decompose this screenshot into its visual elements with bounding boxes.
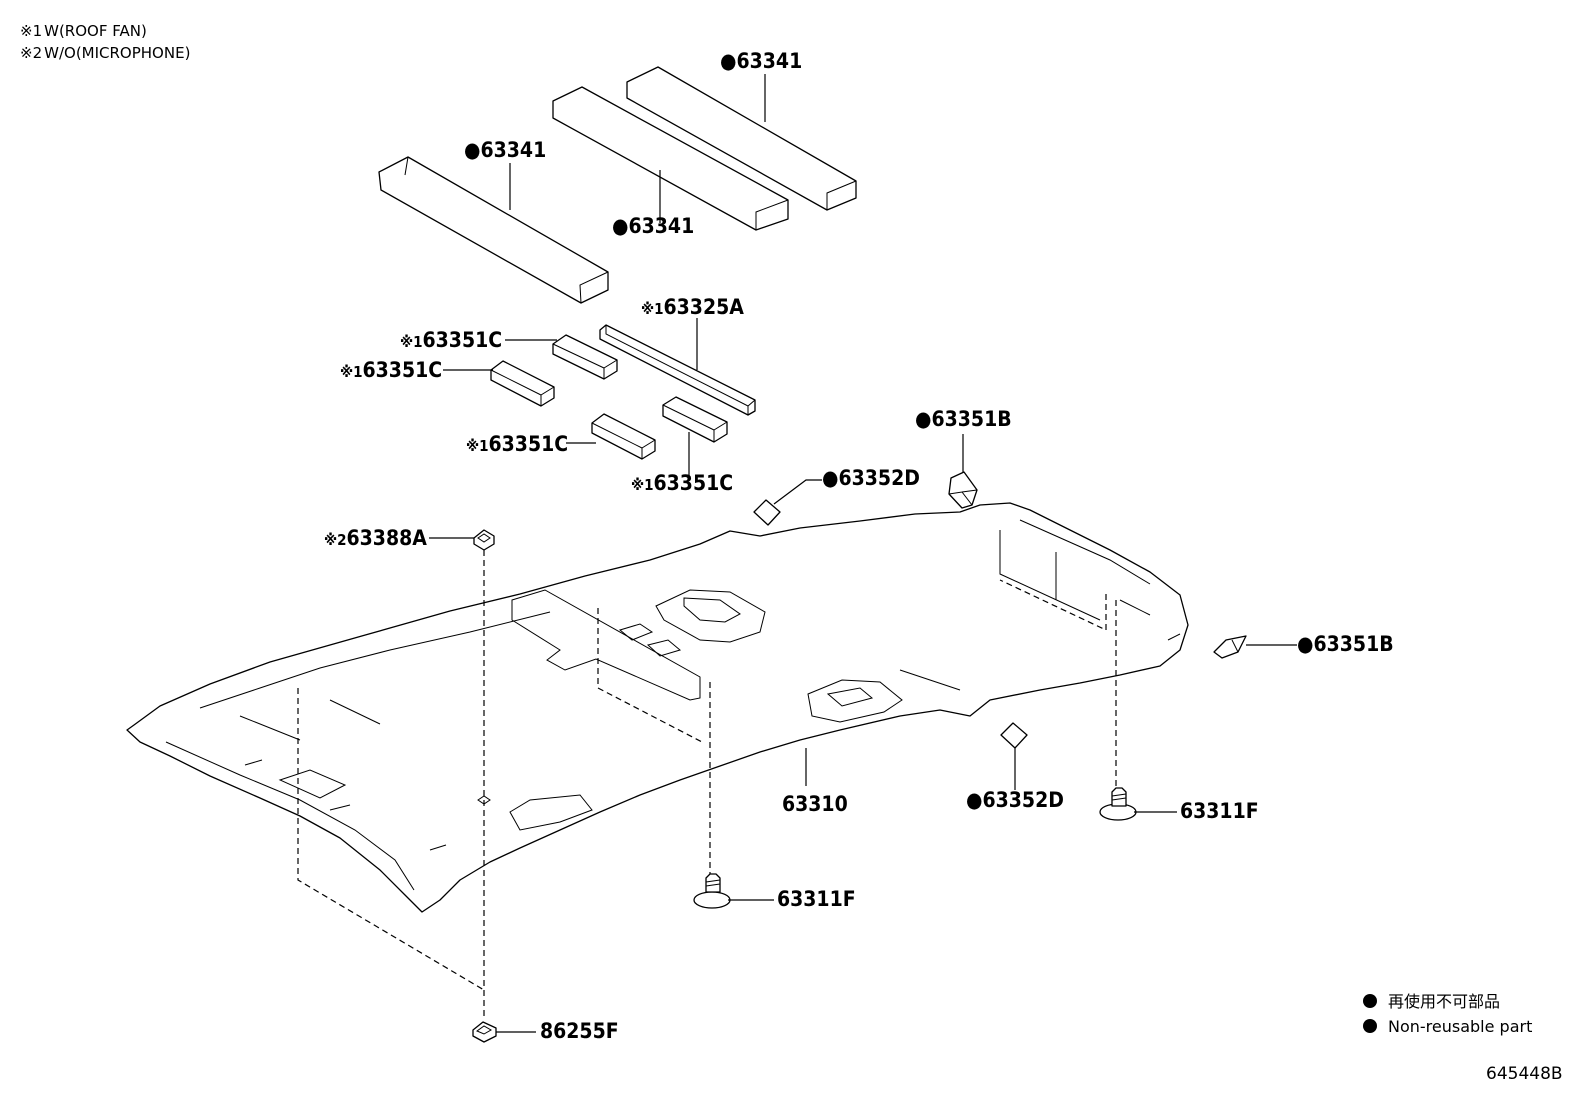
svg-text:※163325A: ※163325A — [641, 295, 744, 319]
clip-63352D-top[interactable] — [753, 499, 781, 526]
svg-text:※163351C: ※163351C — [466, 432, 568, 456]
callout-63341-left: ●63341 — [464, 138, 546, 162]
legend-dot-icon — [1363, 994, 1377, 1008]
spacer-block-d[interactable] — [591, 413, 656, 460]
svg-text:645448B: 645448B — [1486, 1064, 1563, 1084]
legend: 再使用不可部品 Non-reusable part — [1363, 992, 1532, 1036]
diagram-code: 645448B — [1486, 1064, 1563, 1084]
svg-text:63310: 63310 — [782, 792, 848, 816]
spacer-block-a[interactable] — [552, 334, 618, 380]
spacer-block-c[interactable] — [662, 396, 728, 443]
svg-text:63311F: 63311F — [777, 887, 856, 911]
svg-text:63311F: 63311F — [1180, 799, 1259, 823]
callout-63351C-d: ※163351C — [631, 471, 733, 495]
svg-text:※2W/O(MICROPHONE): ※2W/O(MICROPHONE) — [20, 44, 190, 62]
svg-text:※263388A: ※263388A — [324, 526, 427, 550]
svg-text:●63351B: ●63351B — [1297, 632, 1394, 656]
svg-text:●63351B: ●63351B — [915, 407, 1012, 431]
clip-63352D-bottom[interactable] — [1000, 722, 1028, 749]
clip-86255F[interactable] — [472, 1021, 497, 1043]
clip-63351B-top[interactable] — [948, 471, 978, 509]
svg-text:Non-reusable part: Non-reusable part — [1388, 1017, 1532, 1036]
roof-fan-strip[interactable] — [599, 324, 756, 416]
callout-63311F-center: 63311F — [777, 887, 856, 911]
silencer-pad-middle[interactable] — [552, 86, 789, 231]
svg-text:86255F: 86255F — [540, 1019, 619, 1043]
svg-text:※163351C: ※163351C — [631, 471, 733, 495]
legend-dot-icon — [1363, 1019, 1377, 1033]
callout-63351C-a: ※163351C — [400, 328, 502, 352]
svg-text:※163351C: ※163351C — [400, 328, 502, 352]
silencer-pad-left[interactable] — [378, 156, 609, 304]
callout-63351C-b: ※163351C — [340, 358, 442, 382]
svg-text:●63341: ●63341 — [720, 49, 802, 73]
callout-63341-top: ●63341 — [720, 49, 802, 73]
svg-text:●63352D: ●63352D — [822, 466, 920, 490]
spacer-block-b[interactable] — [490, 360, 555, 407]
clip-63311F-right[interactable] — [1099, 600, 1137, 821]
callout-63310: 63310 — [782, 792, 848, 816]
silencer-pad-right[interactable] — [626, 66, 857, 211]
callout-63352D-bottom: ●63352D — [966, 788, 1064, 812]
callout-63311F-right: 63311F — [1180, 799, 1259, 823]
callout-63388A: ※263388A — [324, 526, 427, 550]
svg-text:※163351C: ※163351C — [340, 358, 442, 382]
callout-86255F: 86255F — [540, 1019, 619, 1043]
callout-63325A: ※163325A — [641, 295, 744, 319]
svg-text:●63341: ●63341 — [612, 214, 694, 238]
svg-text:再使用不可部品: 再使用不可部品 — [1388, 992, 1500, 1011]
clip-63311F-center[interactable] — [693, 682, 731, 909]
callout-63351C-c: ※163351C — [466, 432, 568, 456]
svg-text:※1W(ROOF FAN): ※1W(ROOF FAN) — [20, 22, 147, 40]
callout-63352D-top: ●63352D — [822, 466, 920, 490]
callout-63351B-top: ●63351B — [915, 407, 1012, 431]
cover-63388A[interactable] — [473, 529, 495, 551]
roof-headliner[interactable] — [126, 502, 1189, 913]
callout-63351B-right: ●63351B — [1297, 632, 1394, 656]
svg-text:●63341: ●63341 — [464, 138, 546, 162]
callout-63341-mid: ●63341 — [612, 214, 694, 238]
svg-text:●63352D: ●63352D — [966, 788, 1064, 812]
clip-63351B-right[interactable] — [1213, 635, 1247, 659]
